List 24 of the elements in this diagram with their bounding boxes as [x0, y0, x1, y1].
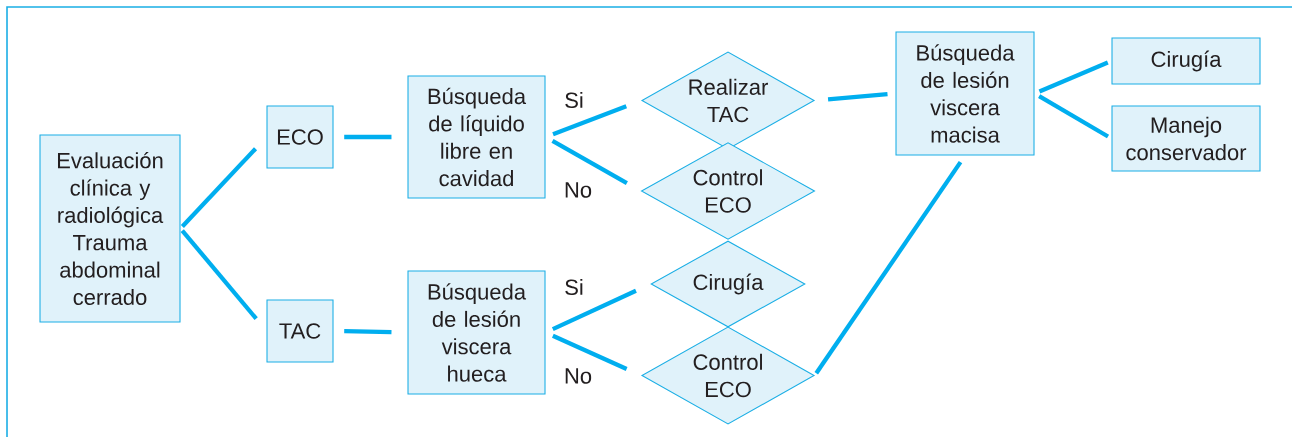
connector-line [344, 329, 392, 335]
edge-label: Si [565, 278, 583, 296]
edge-label: No [565, 368, 592, 384]
connector-line [551, 288, 637, 332]
edge-label: Si [565, 91, 583, 109]
process-box: Manejo conservador [1111, 105, 1261, 172]
process-box: Evaluación clínica y radiológica Trauma abdominal cerrado [39, 134, 181, 323]
connector-line [180, 229, 258, 321]
process-box: ECO [266, 105, 334, 169]
connector-line [552, 104, 628, 137]
process-box: Cirugía [1111, 37, 1261, 85]
process-box: Búsqueda de líquido libre en cavidad [407, 75, 546, 199]
edge-label: No [565, 182, 592, 198]
process-box: TAC [266, 299, 334, 363]
connector-line [814, 160, 963, 375]
connector-line [344, 134, 392, 140]
connector-line [827, 92, 888, 102]
process-box: Búsqueda de lesión viscera hueca [407, 270, 546, 395]
connector-line [1038, 60, 1109, 94]
connector-line [180, 147, 258, 229]
connector-line [1038, 94, 1110, 139]
connector-line [551, 139, 628, 185]
connector-line [551, 333, 628, 371]
process-box: Búsqueda de lesión viscera macisa [895, 31, 1035, 156]
